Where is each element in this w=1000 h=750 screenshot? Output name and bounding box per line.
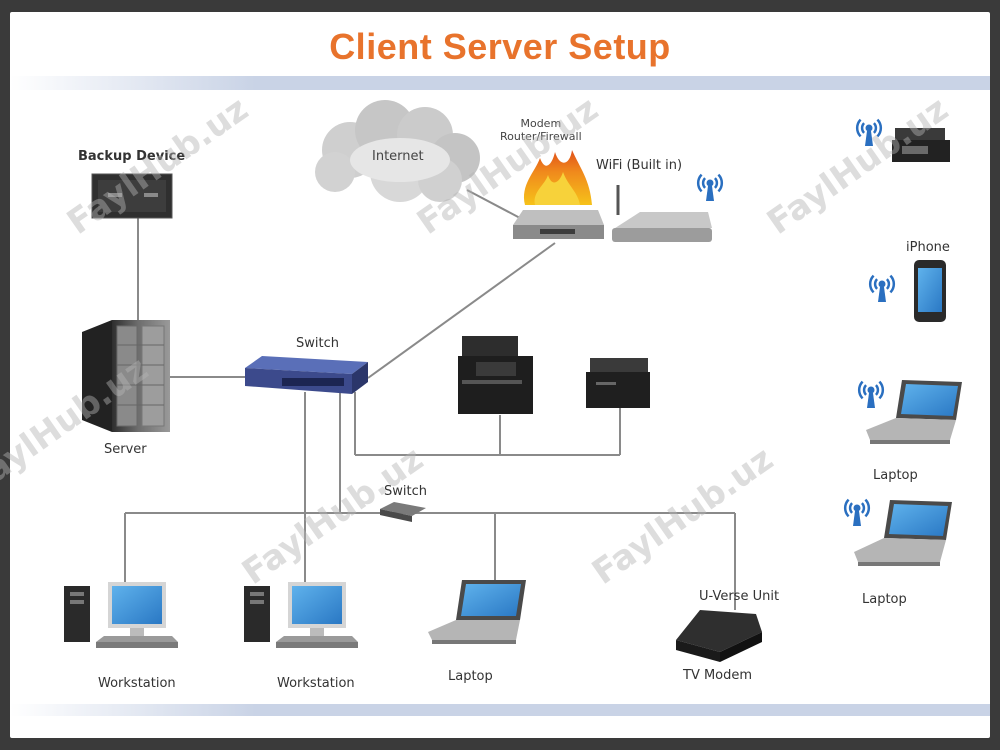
internet-cloud-icon [315, 100, 480, 202]
tv-modem-label: TV Modem [683, 668, 753, 683]
laptop-right-2-label: Laptop [862, 592, 907, 607]
title-band [10, 76, 990, 90]
firewall-router-icon [513, 150, 604, 239]
wifi-signal-icon [843, 498, 871, 526]
wifi-label: WiFi (Built in) [596, 158, 683, 173]
laptop-right-2-icon [854, 500, 952, 566]
main-switch-icon [245, 356, 368, 394]
workstation-2-icon [244, 582, 358, 648]
backup-device-icon [91, 173, 173, 219]
wifi-router-icon [612, 185, 712, 242]
laptop-bottom-icon [428, 580, 526, 644]
wifi-icons [696, 118, 896, 526]
workstation-1-label: Workstation [98, 676, 176, 691]
modem-router-label: Modem Router/Firewall [500, 117, 582, 143]
wifi-signal-icon [868, 274, 896, 302]
uverse-label: U-Verse Unit [699, 589, 780, 604]
diagram-title: Client Server Setup [329, 26, 671, 67]
wireless-printer-icon [892, 128, 950, 162]
iphone-label: iPhone [906, 240, 950, 255]
workstation-2-label: Workstation [277, 676, 355, 691]
wifi-signal-icon [855, 118, 883, 146]
second-switch-icon [380, 502, 426, 522]
server-label: Server [104, 442, 147, 457]
multifunction-printer-icon [458, 336, 533, 414]
second-switch-label: Switch [384, 484, 427, 499]
wifi-signal-icon [857, 380, 885, 408]
server-icon [82, 320, 170, 432]
connection-lines [124, 189, 736, 610]
laptop-right-1-icon [866, 380, 962, 444]
internet-label: Internet [372, 149, 424, 164]
backup-device-label: Backup Device [78, 149, 186, 164]
main-switch-label: Switch [296, 336, 339, 351]
iphone-icon [914, 260, 946, 322]
bottom-band [10, 704, 990, 716]
laptop-right-1-label: Laptop [873, 468, 918, 483]
workstation-1-icon [64, 582, 178, 648]
tv-modem-icon [676, 610, 762, 662]
wifi-signal-icon [696, 173, 724, 201]
laser-printer-icon [586, 358, 650, 408]
laptop-bottom-label: Laptop [448, 669, 493, 684]
